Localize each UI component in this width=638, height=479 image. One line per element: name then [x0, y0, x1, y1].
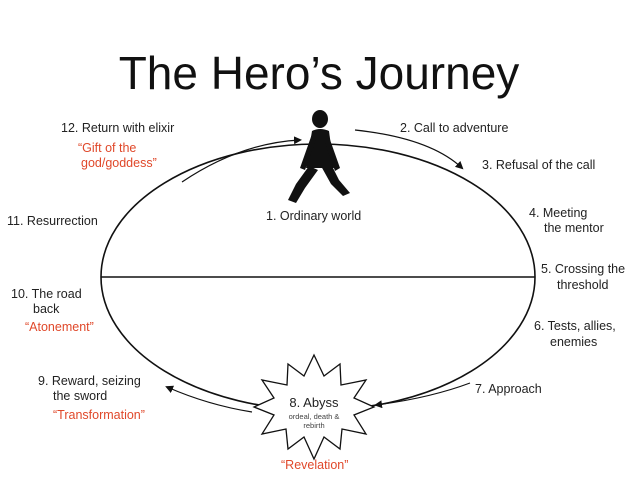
stage-resurrection: 11. Resurrection	[7, 214, 98, 228]
stage-abyss-sub-line2: rebirth	[303, 421, 325, 430]
theme-atonement: “Atonement”	[25, 320, 94, 334]
arrow-top-left	[181, 136, 302, 183]
stage-call-to-adventure: 2. Call to adventure	[400, 121, 509, 135]
starburst-icon	[252, 353, 376, 461]
stage-refusal-of-call: 3. Refusal of the call	[482, 158, 596, 172]
arrow-top-right	[354, 129, 464, 170]
stage-return-with-elixir: 12. Return with elixir	[61, 121, 175, 135]
walking-man-icon	[288, 110, 350, 203]
stage-abyss-sub-line1: ordeal, death &	[288, 412, 340, 421]
stage-tests-allies-line2: enemies	[550, 335, 598, 349]
stage-reward-line1: 9. Reward, seizing	[38, 374, 141, 388]
stage-abyss: 8. Abyss	[289, 395, 339, 410]
stage-approach: 7. Approach	[475, 382, 542, 396]
arrow-bottom-left	[165, 385, 253, 413]
stage-meeting-mentor-line2: the mentor	[544, 221, 604, 235]
stage-road-back-line1: 10. The road	[11, 287, 82, 301]
stage-reward-line2: the sword	[53, 389, 108, 403]
stage-road-back-line2: back	[33, 302, 60, 316]
theme-revelation: “Revelation”	[281, 458, 349, 472]
stage-crossing-threshold-line1: 5. Crossing the	[541, 262, 626, 276]
arrow-bottom-right	[374, 382, 471, 409]
theme-gift-line2: god/goddess”	[81, 156, 157, 170]
theme-gift-line1: “Gift of the	[78, 141, 137, 155]
page-title: The Hero’s Journey	[118, 47, 520, 99]
stage-crossing-threshold-line2: threshold	[557, 278, 609, 292]
theme-transformation: “Transformation”	[53, 408, 145, 422]
stage-tests-allies-line1: 6. Tests, allies,	[534, 319, 616, 333]
stage-meeting-mentor-line1: 4. Meeting	[529, 206, 588, 220]
stage-ordinary-world: 1. Ordinary world	[266, 209, 362, 223]
